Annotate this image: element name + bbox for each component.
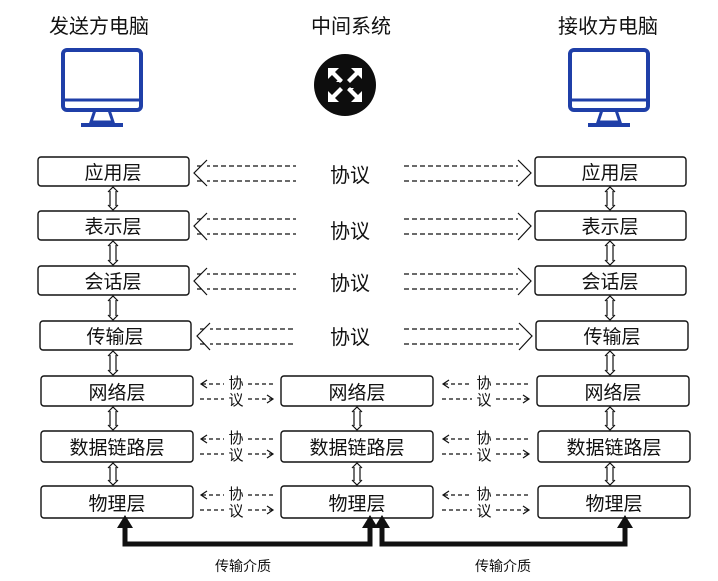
medium-label: 传输介质	[215, 559, 271, 575]
arrow-right-icon	[266, 449, 275, 459]
protocol-char: 协	[476, 485, 491, 503]
protocol-label: 协议	[330, 271, 370, 295]
double-arrow-icon	[351, 406, 363, 431]
medium-label: 传输介质	[475, 559, 531, 575]
double-arrow-icon	[604, 406, 616, 431]
arrow-right-icon	[522, 449, 531, 459]
arrow-right-icon	[522, 394, 531, 404]
protocol-char: 协	[228, 485, 243, 503]
middle-stack: 网络层 数据链路层 物理层	[280, 375, 434, 519]
peer-protocol-top: 协议 协议 协议 协议	[193, 159, 533, 351]
protocol-char: 议	[476, 446, 491, 464]
double-arrow-icon	[604, 350, 616, 376]
arrow-left-icon	[199, 434, 208, 444]
layer-box: 应用层	[534, 156, 687, 187]
double-arrow-icon	[107, 350, 119, 376]
router-arrows-icon	[314, 54, 376, 116]
protocol-char: 议	[228, 391, 243, 409]
double-arrow-icon	[107, 295, 119, 321]
layer-box: 表示层	[534, 210, 687, 241]
sender-stack: 应用层 表示层 会话层 传输层 网络层 数据链路层 物理层	[37, 156, 194, 519]
double-arrow-icon	[107, 240, 119, 266]
arrow-left-icon	[441, 434, 450, 444]
layer-box: 表示层	[37, 210, 190, 241]
double-arrow-icon	[604, 240, 616, 266]
protocol-char: 协	[476, 374, 491, 392]
double-arrow-icon	[107, 186, 119, 211]
layer-label: 物理层	[88, 493, 145, 515]
receiver-title: 接收方电脑	[558, 14, 658, 38]
layer-label: 网络层	[88, 382, 145, 404]
layer-label: 物理层	[328, 493, 385, 515]
arrow-left-icon	[199, 490, 208, 500]
layer-box: 传输层	[39, 320, 192, 351]
protocol-char: 协	[228, 429, 243, 447]
sender-title: 发送方电脑	[49, 14, 149, 38]
protocol-label: 协议	[330, 219, 370, 243]
arrow-right-icon	[522, 505, 531, 515]
layer-label: 网络层	[584, 382, 641, 404]
protocol-char: 协	[476, 429, 491, 447]
layer-label: 传输层	[86, 326, 143, 348]
protocol-label: 协议	[330, 325, 370, 349]
layer-box: 传输层	[535, 320, 689, 351]
layer-label: 数据链路层	[566, 437, 661, 459]
layer-box: 物理层	[40, 485, 194, 519]
protocol-char: 议	[228, 502, 243, 520]
protocol-char: 议	[228, 446, 243, 464]
arrow-right-icon	[266, 505, 275, 515]
arrow-left-icon	[441, 490, 450, 500]
layer-label: 数据链路层	[69, 437, 164, 459]
layer-label: 应用层	[581, 162, 638, 184]
desktop-monitor-icon	[61, 48, 143, 127]
arrow-right-icon	[266, 394, 275, 404]
layer-label: 会话层	[84, 271, 141, 293]
layer-box: 物理层	[280, 485, 434, 519]
protocol-char: 议	[476, 502, 491, 520]
transmission-medium: 传输介质 传输介质	[117, 515, 633, 575]
vertical-connectors	[107, 186, 616, 486]
layer-label: 物理层	[585, 493, 642, 515]
double-arrow-icon	[604, 462, 616, 486]
layer-box: 网络层	[280, 375, 434, 407]
layer-label: 会话层	[581, 271, 638, 293]
layer-box: 应用层	[37, 156, 190, 187]
receiver-stack: 应用层 表示层 会话层 传输层 网络层 数据链路层 物理层	[534, 156, 691, 519]
layer-box: 数据链路层	[280, 430, 434, 463]
layer-box: 数据链路层	[40, 430, 194, 463]
double-arrow-icon	[604, 295, 616, 321]
middle-title: 中间系统	[311, 14, 391, 38]
layer-box: 会话层	[37, 265, 190, 296]
layer-label: 数据链路层	[309, 437, 404, 459]
layer-box: 物理层	[537, 485, 691, 519]
protocol-label: 协议	[330, 163, 370, 187]
protocol-char: 议	[476, 391, 491, 409]
arrow-left-icon	[441, 379, 450, 389]
double-arrow-icon	[107, 406, 119, 431]
layer-box: 数据链路层	[537, 430, 691, 463]
layer-label: 表示层	[581, 216, 638, 238]
layer-label: 网络层	[328, 382, 385, 404]
desktop-monitor-icon	[568, 48, 650, 127]
layer-box: 网络层	[40, 375, 194, 407]
double-arrow-icon	[351, 462, 363, 486]
layer-box: 会话层	[534, 265, 687, 296]
arrow-left-icon	[199, 379, 208, 389]
layer-label: 应用层	[84, 162, 141, 184]
layer-label: 传输层	[583, 326, 640, 348]
double-arrow-icon	[604, 186, 616, 211]
double-arrow-icon	[107, 462, 119, 486]
layer-box: 网络层	[536, 375, 690, 407]
layer-label: 表示层	[84, 216, 141, 238]
protocol-char: 协	[228, 374, 243, 392]
